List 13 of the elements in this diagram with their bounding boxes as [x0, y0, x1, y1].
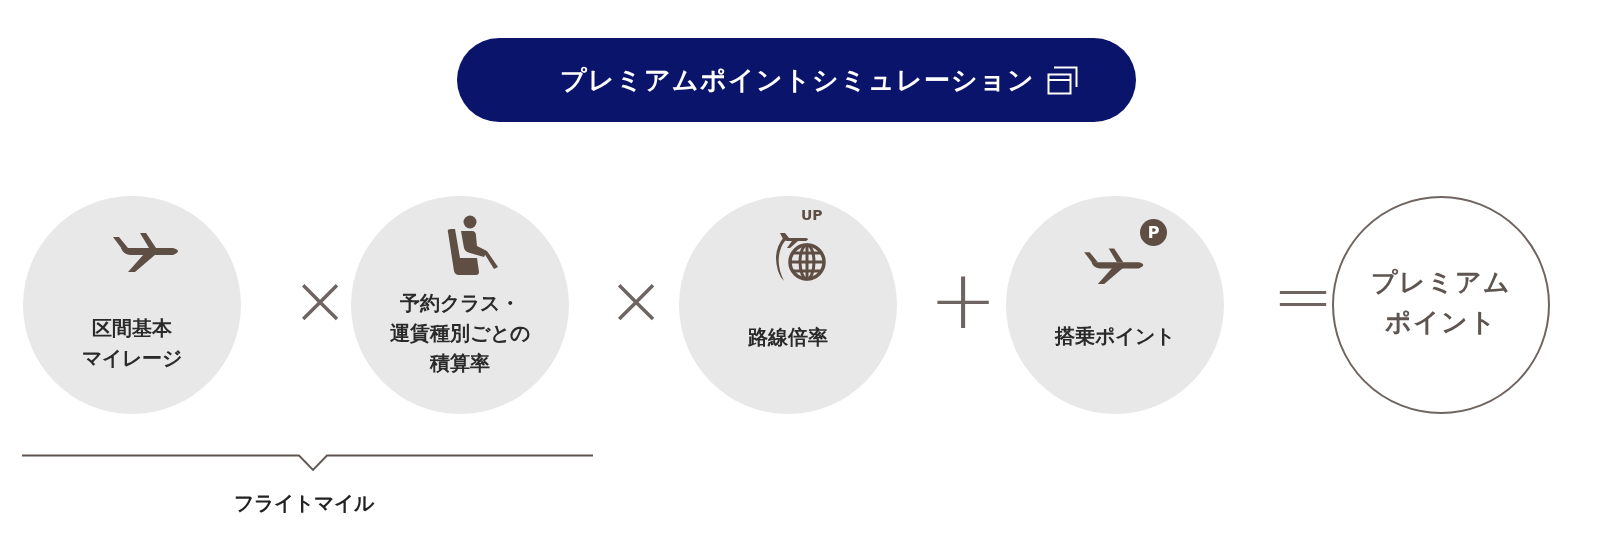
simulation-button: プレミアムポイントシミュレーション: [457, 38, 1136, 122]
factor-label: 搭乗ポイント: [1053, 323, 1176, 350]
equals-sign: =: [1272, 274, 1334, 322]
multiplication-sign: ×: [290, 279, 350, 325]
factor-label: 予約クラス・運賃種別ごとの積算率: [389, 290, 531, 377]
flight-miles-label: フライトマイル: [234, 491, 374, 515]
factor-label: 区間基本マイレージ: [81, 315, 183, 372]
result-label: プレミアムポイント: [1370, 266, 1512, 339]
up-tag-text: UP: [801, 208, 823, 223]
multiplication-sign: ×: [606, 279, 666, 325]
factor-label: 路線倍率: [747, 324, 829, 351]
plus-sign: +: [928, 274, 998, 328]
points-badge: P: [1140, 219, 1167, 246]
